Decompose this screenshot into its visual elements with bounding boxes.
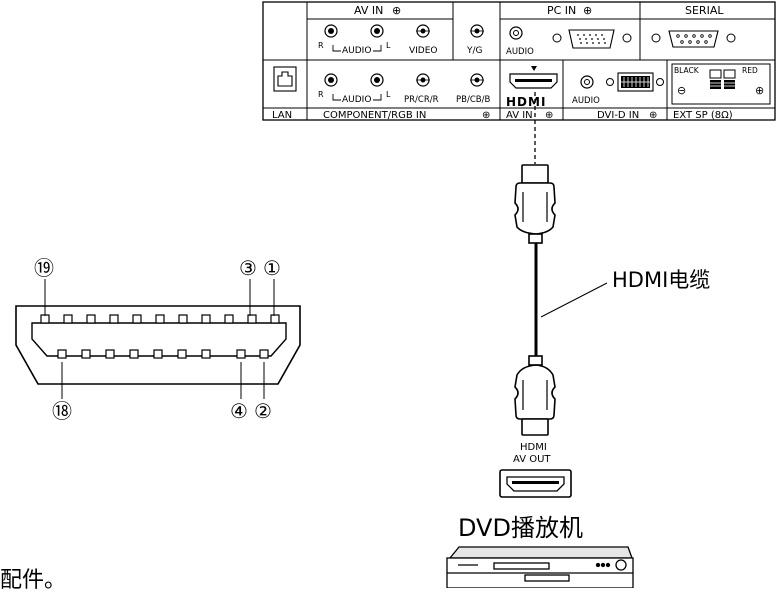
component-in-symbol: ⊕ (482, 110, 490, 121)
component-rgb-in-label: COMPONENT/RGB IN (323, 110, 426, 121)
cable-bottom-plug (514, 355, 556, 436)
audio-r-text: R (318, 41, 324, 50)
pin-contact (86, 314, 96, 324)
pin-leader-lines (44, 279, 275, 399)
av-in-label: AV IN (354, 4, 383, 17)
plus-symbol: ⊕ (755, 84, 764, 97)
pc-audio-text: AUDIO (506, 47, 534, 57)
lan-port (273, 66, 297, 92)
terminal-panel (262, 1, 776, 121)
minus-symbol: ⊖ (677, 84, 686, 97)
video-jack (416, 24, 430, 38)
dvd-hdmi-port (499, 469, 572, 498)
pin-contact (40, 314, 50, 324)
pin-contact (155, 314, 165, 324)
dvi-connector (606, 72, 664, 92)
pin-contact (236, 349, 246, 359)
dvi-d-in-label: DVI-D IN (597, 110, 639, 121)
pin-4-label: ④ (230, 399, 248, 423)
pin-2-label: ② (254, 399, 272, 423)
pr-text: PR/CR/R (404, 95, 439, 105)
black-label: BLACK (674, 66, 700, 75)
pin-19-label: ⑲ (34, 256, 54, 280)
hdmi-cable-label: HDMI电缆 (612, 268, 711, 292)
dvi-audio-text: AUDIO (572, 96, 600, 106)
audio-l-jack (370, 24, 384, 38)
red-label: RED (742, 66, 758, 75)
pc-in-symbol: ⊕ (583, 4, 592, 17)
component-audio-l-text: L (386, 90, 391, 99)
dvd-player-icon (446, 546, 634, 588)
pin-contact (81, 349, 91, 359)
pin-contact (201, 314, 211, 324)
pin-contact (177, 349, 187, 359)
ext-sp-label: EXT SP (8Ω) (673, 110, 733, 121)
dvi-in-symbol: ⊕ (649, 110, 657, 121)
pc-audio-jack (509, 26, 523, 40)
pc-in-label: PC IN (547, 4, 576, 17)
lan-label: LAN (272, 110, 292, 121)
av-in-symbol: ⊕ (392, 4, 401, 17)
hdmi-pins (40, 314, 280, 359)
pb-jack (470, 73, 484, 87)
component-audio-r-text: R (318, 90, 324, 99)
component-audio-text: AUDIO (342, 95, 371, 105)
pin-contact (259, 349, 269, 359)
audio-l-text: L (386, 41, 391, 50)
hdmi-connector-outline (15, 305, 301, 385)
pin-contact (129, 349, 139, 359)
audio-text: AUDIO (342, 46, 371, 56)
hdmi-av-in-label: AV IN (506, 110, 533, 121)
pin-18-label: ⑱ (52, 399, 72, 423)
cable-label-leader (540, 282, 608, 318)
dvi-audio-jack (580, 75, 594, 89)
pin-contact (153, 349, 163, 359)
yg-text: Y/G (466, 46, 483, 56)
pb-text: PB/CB/B (456, 95, 490, 105)
component-audio-l-jack (370, 73, 384, 87)
pr-jack (416, 73, 430, 87)
pin-contact (201, 349, 211, 359)
panel-outline (262, 1, 776, 121)
footnote-fragment: 配件。 (0, 568, 67, 593)
ext-sp-terminal (671, 63, 771, 105)
pin-contact (224, 314, 234, 324)
pin-contact (105, 349, 115, 359)
pin-contact (247, 314, 257, 324)
serial-label: SERIAL (685, 4, 724, 17)
pin-contact (63, 314, 73, 324)
serial-connector (651, 30, 736, 48)
pin-3-label: ③ (239, 256, 257, 280)
hdmi-in-symbol: ⊕ (545, 110, 553, 121)
video-text: VIDEO (409, 46, 438, 56)
panel-hdmi-port (509, 66, 558, 89)
component-audio-r-jack (324, 73, 338, 87)
pin-contact (270, 314, 280, 324)
pin-contact (57, 349, 67, 359)
pin-contact (109, 314, 119, 324)
pc-d-sub-connector (552, 29, 632, 49)
yg-jack (470, 24, 484, 38)
dvd-port-av-out-text: AV OUT (513, 454, 551, 465)
dvd-player-label: DVD播放机 (458, 514, 583, 542)
pin-contact (178, 314, 188, 324)
pin-1-label: ① (263, 256, 281, 280)
dvd-port-hdmi-text: HDMI (520, 442, 547, 453)
audio-r-jack (324, 24, 338, 38)
cable-top-plug (514, 164, 556, 244)
pin-contact (132, 314, 142, 324)
hdmi-logo: HDMI (506, 95, 546, 109)
